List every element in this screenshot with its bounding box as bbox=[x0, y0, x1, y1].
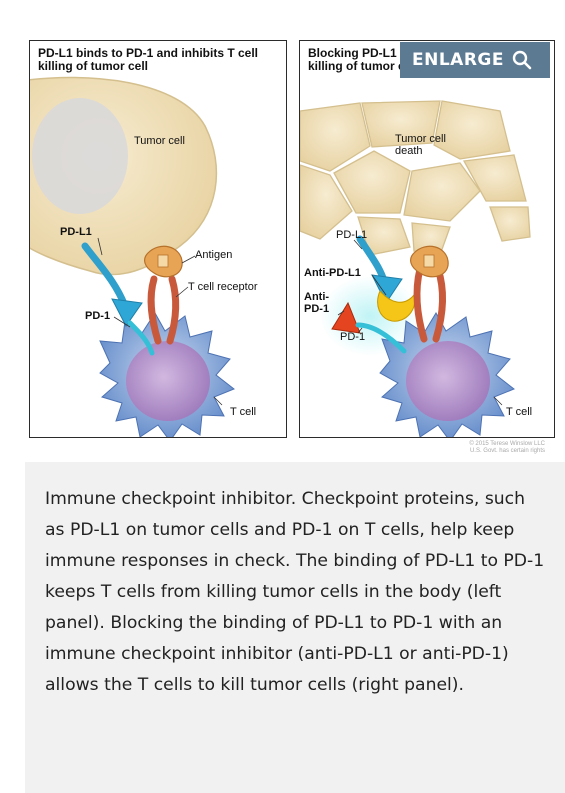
enlarge-button[interactable]: ENLARGE bbox=[400, 42, 550, 78]
label-pd-1: PD-1 bbox=[340, 331, 366, 343]
left-panel-title: PD-L1 binds to PD-1 and inhibits T cell … bbox=[38, 46, 259, 73]
credit-line-2: U.S. Govt. has certain rights bbox=[469, 448, 545, 454]
tumor-nucleus-shape bbox=[32, 98, 128, 214]
right-panel-illustration bbox=[300, 100, 531, 437]
figure-caption: Immune checkpoint inhibitor. Checkpoint … bbox=[25, 462, 565, 793]
dying-tumor-cell-shape bbox=[300, 100, 531, 256]
label-t-cell-receptor: T cell receptor bbox=[188, 281, 258, 293]
left-panel-illustration bbox=[30, 76, 235, 437]
t-cell-shape bbox=[379, 312, 515, 437]
pd-1-protein bbox=[355, 322, 407, 354]
antigen bbox=[144, 245, 183, 278]
pd-1-protein bbox=[127, 320, 155, 356]
pd-l1-protein bbox=[356, 235, 403, 304]
t-cell-shape bbox=[99, 312, 235, 437]
label-anti-pd-l1: Anti-PD-L1 bbox=[304, 267, 361, 279]
left-panel: PD-L1 binds to PD-1 and inhibits T cell … bbox=[29, 40, 287, 438]
label-pd-l1: PD-L1 bbox=[60, 226, 92, 238]
label-tumor-cell-death: Tumor cell death bbox=[395, 133, 446, 157]
anti-pd-1-antibody bbox=[331, 301, 361, 334]
anti-pd-l1-antibody bbox=[377, 290, 416, 322]
image-credit: © 2015 Terese Winslow LLC U.S. Govt. has… bbox=[469, 441, 545, 455]
credit-line-1: © 2015 Terese Winslow LLC bbox=[469, 441, 545, 447]
label-tumor-cell: Tumor cell bbox=[134, 135, 185, 147]
label-t-cell: T cell bbox=[506, 406, 533, 418]
search-icon bbox=[512, 50, 532, 70]
label-t-cell: T cell bbox=[230, 406, 257, 418]
checkpoint-figure: PD-L1 binds to PD-1 and inhibits T cell … bbox=[29, 40, 555, 462]
binding-glow bbox=[320, 276, 420, 356]
t-cell-receptor bbox=[147, 275, 180, 345]
enlarge-label: ENLARGE bbox=[412, 50, 504, 70]
label-pd-1: PD-1 bbox=[85, 310, 111, 322]
pd-l1-protein bbox=[81, 242, 143, 327]
label-antigen: Antigen bbox=[195, 249, 233, 261]
caption-text: Immune checkpoint inhibitor. Checkpoint … bbox=[45, 489, 545, 695]
label-pd-l1: PD-L1 bbox=[336, 229, 368, 241]
antigen bbox=[410, 245, 449, 278]
right-panel: Blocking PD-L1 or PD-1 allows T cell kil… bbox=[299, 40, 555, 438]
label-anti-pd-1: Anti-PD-1 bbox=[304, 291, 330, 315]
